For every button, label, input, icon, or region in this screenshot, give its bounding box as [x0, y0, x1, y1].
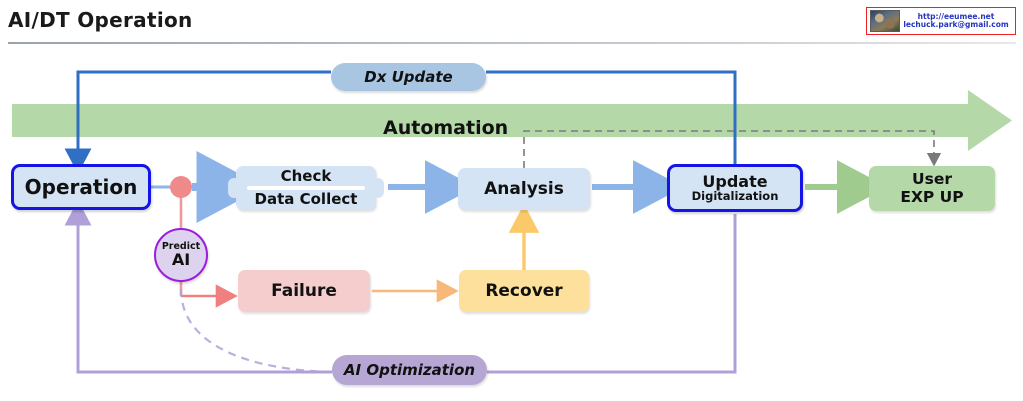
badge-email[interactable]: lechuck.park@gmail.com: [903, 20, 1009, 29]
diagram-wires: [12, 70, 1012, 374]
node-check-label-bottom: Data Collect: [254, 190, 358, 208]
badge-text: http://eeumee.net lechuck.park@gmail.com: [900, 11, 1012, 29]
node-update-sublabel: Digitalization: [691, 189, 779, 204]
node-user-exp-up[interactable]: User EXP UP: [869, 166, 995, 211]
node-recover[interactable]: Recover: [459, 270, 589, 312]
node-update-digitalization[interactable]: Update Digitalization: [667, 164, 803, 212]
wire-update-to-aiopt: [487, 214, 737, 374]
node-predict-label-bottom: AI: [171, 249, 191, 269]
junction-dot: [170, 176, 192, 198]
node-failure[interactable]: Failure: [238, 270, 370, 312]
node-operation-label: Operation: [24, 175, 138, 199]
wire-analysis-to-userexp-dashed: [523, 130, 942, 168]
node-userexp-label-bottom: EXP UP: [900, 187, 964, 206]
node-predict-ai[interactable]: Predict AI: [154, 228, 208, 282]
wire-dx-to-operation: [64, 70, 331, 174]
node-failure-label: Failure: [271, 281, 337, 301]
node-userexp-label-top: User: [912, 170, 952, 189]
contact-badge: http://eeumee.net lechuck.park@gmail.com: [866, 7, 1016, 35]
node-analysis-label: Analysis: [484, 179, 564, 199]
badge-url[interactable]: http://eeumee.net: [917, 11, 995, 21]
node-check-divider: [247, 186, 365, 190]
wire-predict-to-aiopt-dashed: [179, 288, 333, 374]
flow-diagram: Automation Dx Update AI Optimization Ope…: [0, 46, 1023, 401]
automation-band: [12, 90, 1012, 151]
node-recover-label: Recover: [485, 281, 563, 301]
page-title: AI/DT Operation: [8, 8, 193, 32]
automation-band-label: Automation: [383, 117, 509, 139]
node-update-label: Update: [702, 171, 768, 191]
node-analysis[interactable]: Analysis: [458, 168, 590, 210]
loop-label-ai-optimization[interactable]: AI Optimization: [332, 355, 487, 385]
node-predict-label-top: Predict: [161, 241, 201, 253]
loop-label-dx-update[interactable]: Dx Update: [331, 63, 486, 91]
wire-aiopt-to-operation: [64, 200, 332, 374]
node-check-data-collect[interactable]: Check Data Collect: [228, 166, 384, 210]
title-divider: [8, 42, 1016, 44]
wire-update-to-dx: [486, 70, 737, 166]
node-check-label-top: Check: [280, 167, 332, 185]
photo-thumbnail-icon: [870, 10, 900, 32]
node-operation[interactable]: Operation: [11, 164, 151, 210]
